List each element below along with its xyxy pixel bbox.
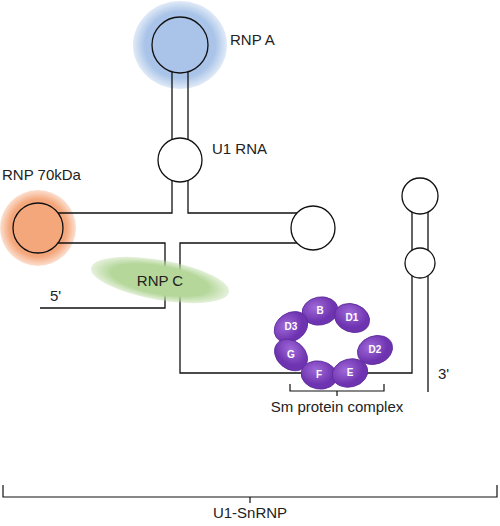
- bracket: [3, 485, 497, 503]
- rna-stem: [412, 212, 428, 392]
- end-label: 3': [438, 365, 449, 382]
- rna-strand: [13, 17, 438, 392]
- protein-blob: RNP C: [90, 260, 230, 300]
- bracket-label: U1-SnRNP: [213, 504, 287, 521]
- rna-loop: [158, 138, 202, 182]
- sm-protein: D3: [273, 313, 309, 341]
- sm-ellipse: [330, 299, 373, 338]
- bracket-label: Sm protein complex: [271, 398, 404, 415]
- protein-name: B: [316, 305, 323, 317]
- protein-ellipse: [0, 190, 76, 266]
- protein-ellipse: [0, 190, 76, 266]
- rna-loop: [291, 206, 335, 250]
- protein-blob: RNP A: [133, 1, 227, 89]
- protein-name: G: [287, 349, 295, 361]
- sm-protein: D1: [334, 304, 370, 332]
- protein-name: E: [347, 367, 354, 379]
- protein-label: RNP A: [230, 31, 275, 48]
- bracket: [290, 384, 384, 396]
- rna-loop: [405, 248, 435, 278]
- sm-ellipse: [329, 355, 371, 391]
- sm-protein: F: [301, 361, 337, 389]
- protein-ellipse: [133, 1, 227, 89]
- protein-blob: RNP 70kDa: [0, 190, 76, 266]
- protein-label: RNP C: [137, 272, 183, 289]
- rna-loop: [402, 178, 438, 214]
- protein-ellipse: [88, 248, 233, 312]
- protein-name: D2: [369, 344, 382, 356]
- protein-label: RNP 70kDa: [2, 166, 81, 183]
- sm-protein: D2: [357, 336, 393, 364]
- rna-label: U1 RNA: [212, 140, 267, 157]
- end-label: 5': [50, 287, 61, 304]
- protein-name: F: [316, 369, 322, 381]
- protein-name: D1: [346, 312, 359, 324]
- protein-ellipse: [133, 1, 227, 89]
- protein-name: D3: [285, 321, 298, 333]
- sm-protein: G: [273, 341, 309, 369]
- sm-protein: E: [332, 359, 368, 387]
- rna-stem: [58, 181, 297, 213]
